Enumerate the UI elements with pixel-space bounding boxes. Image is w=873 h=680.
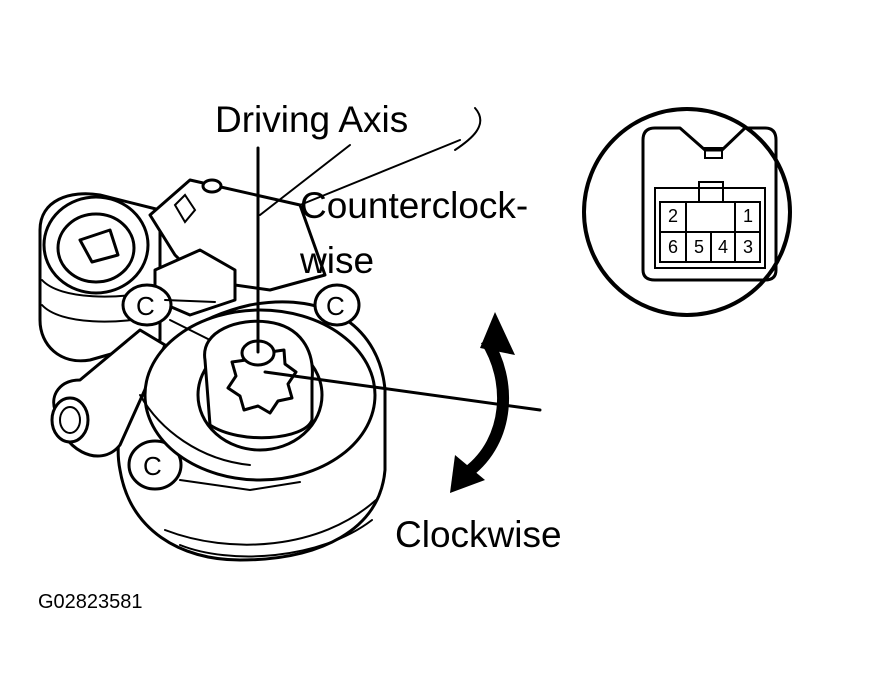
leader-lines [256, 107, 542, 412]
pin-4: 4 [718, 237, 728, 257]
connector-inset [582, 107, 792, 317]
svg-text:C: C [326, 291, 345, 321]
svg-text:C: C [143, 451, 162, 481]
pin-3: 3 [743, 237, 753, 257]
pin-5: 5 [694, 237, 704, 257]
figure-code: G02823581 [38, 591, 143, 613]
counterclockwise-label-line1: Counterclock- [300, 185, 528, 226]
pin-6: 6 [668, 237, 678, 257]
pin-2: 2 [668, 206, 678, 226]
pin-1: 1 [743, 206, 753, 226]
clockwise-label: Clockwise [395, 514, 562, 555]
actuator-motor: C C C [38, 178, 387, 562]
counterclockwise-label-line2: wise [299, 240, 374, 281]
svg-text:C: C [136, 291, 155, 321]
driving-axis-label: Driving Axis [215, 99, 408, 140]
rotation-arrow [450, 312, 515, 493]
